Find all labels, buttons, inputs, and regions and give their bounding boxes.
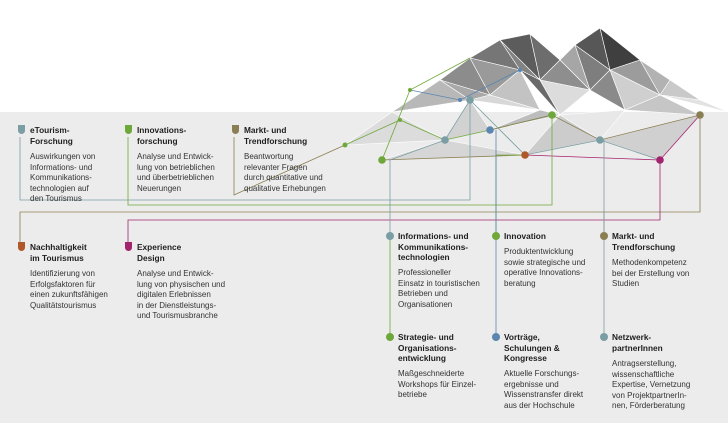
- service-lectures-title: Vorträge, Schulungen & Kongresse: [504, 332, 560, 363]
- research-sustainability-body: Identifizierung von Erfolgsfaktoren für …: [30, 269, 108, 310]
- shield-icon: [125, 125, 132, 134]
- service-network-title: Netzwerk- partnerInnen: [612, 332, 663, 353]
- service-innovation-title: Innovation: [504, 231, 546, 241]
- research-market-trend-title: Markt- und Trendforschung: [244, 125, 308, 146]
- background-band: [0, 112, 728, 423]
- shield-icon: [232, 125, 239, 134]
- service-ikt-body: Professioneller Einsatz in touristischen…: [398, 268, 480, 309]
- dot-icon: [600, 232, 608, 240]
- dot-icon: [386, 232, 394, 240]
- research-etourism-title: eTourism- Forschung: [30, 125, 73, 146]
- dot-icon: [386, 333, 394, 341]
- dot-icon: [492, 232, 500, 240]
- dot-icon: [492, 333, 500, 341]
- service-strategy-body: Maßgeschneiderte Workshops für Einzel- b…: [398, 369, 477, 399]
- service-market-trend-body: Methodenkompetenz bei der Erstellung von…: [612, 258, 690, 288]
- shield-icon: [18, 125, 25, 134]
- research-sustainability-title: Nachhaltigkeit im Tourismus: [30, 242, 87, 263]
- service-strategy-title: Strategie- und Organisations- entwicklun…: [398, 332, 457, 363]
- service-ikt-title: Informations- und Kommunikations- techno…: [398, 231, 469, 262]
- research-innovation-title: Innovations- forschung: [137, 125, 187, 146]
- research-market-trend-body: Beantwortung relevanter Fragen durch qua…: [244, 152, 326, 193]
- mountain-facets: [343, 27, 728, 161]
- service-innovation-body: Produktentwicklung sowie strategische un…: [504, 247, 586, 288]
- research-experience-design-title: Experience Design: [137, 242, 182, 263]
- network-nodes: [342, 68, 704, 164]
- shield-icon: [125, 242, 132, 251]
- research-innovation-body: Analyse und Entwick- lung von betrieblic…: [137, 152, 215, 193]
- research-etourism-body: Auswirkungen von Informations- und Kommu…: [30, 152, 96, 203]
- dot-icon: [600, 333, 608, 341]
- service-network-body: Antragserstellung, wissenschaftliche Exp…: [612, 359, 691, 410]
- research-experience-design-body: Analyse und Entwick- lung von physischen…: [137, 269, 226, 320]
- shield-icon: [18, 242, 25, 251]
- service-market-trend-title: Markt- und Trendforschung: [612, 231, 676, 252]
- service-lectures-body: Aktuelle Forschungs- ergebnisse und Wiss…: [504, 369, 584, 410]
